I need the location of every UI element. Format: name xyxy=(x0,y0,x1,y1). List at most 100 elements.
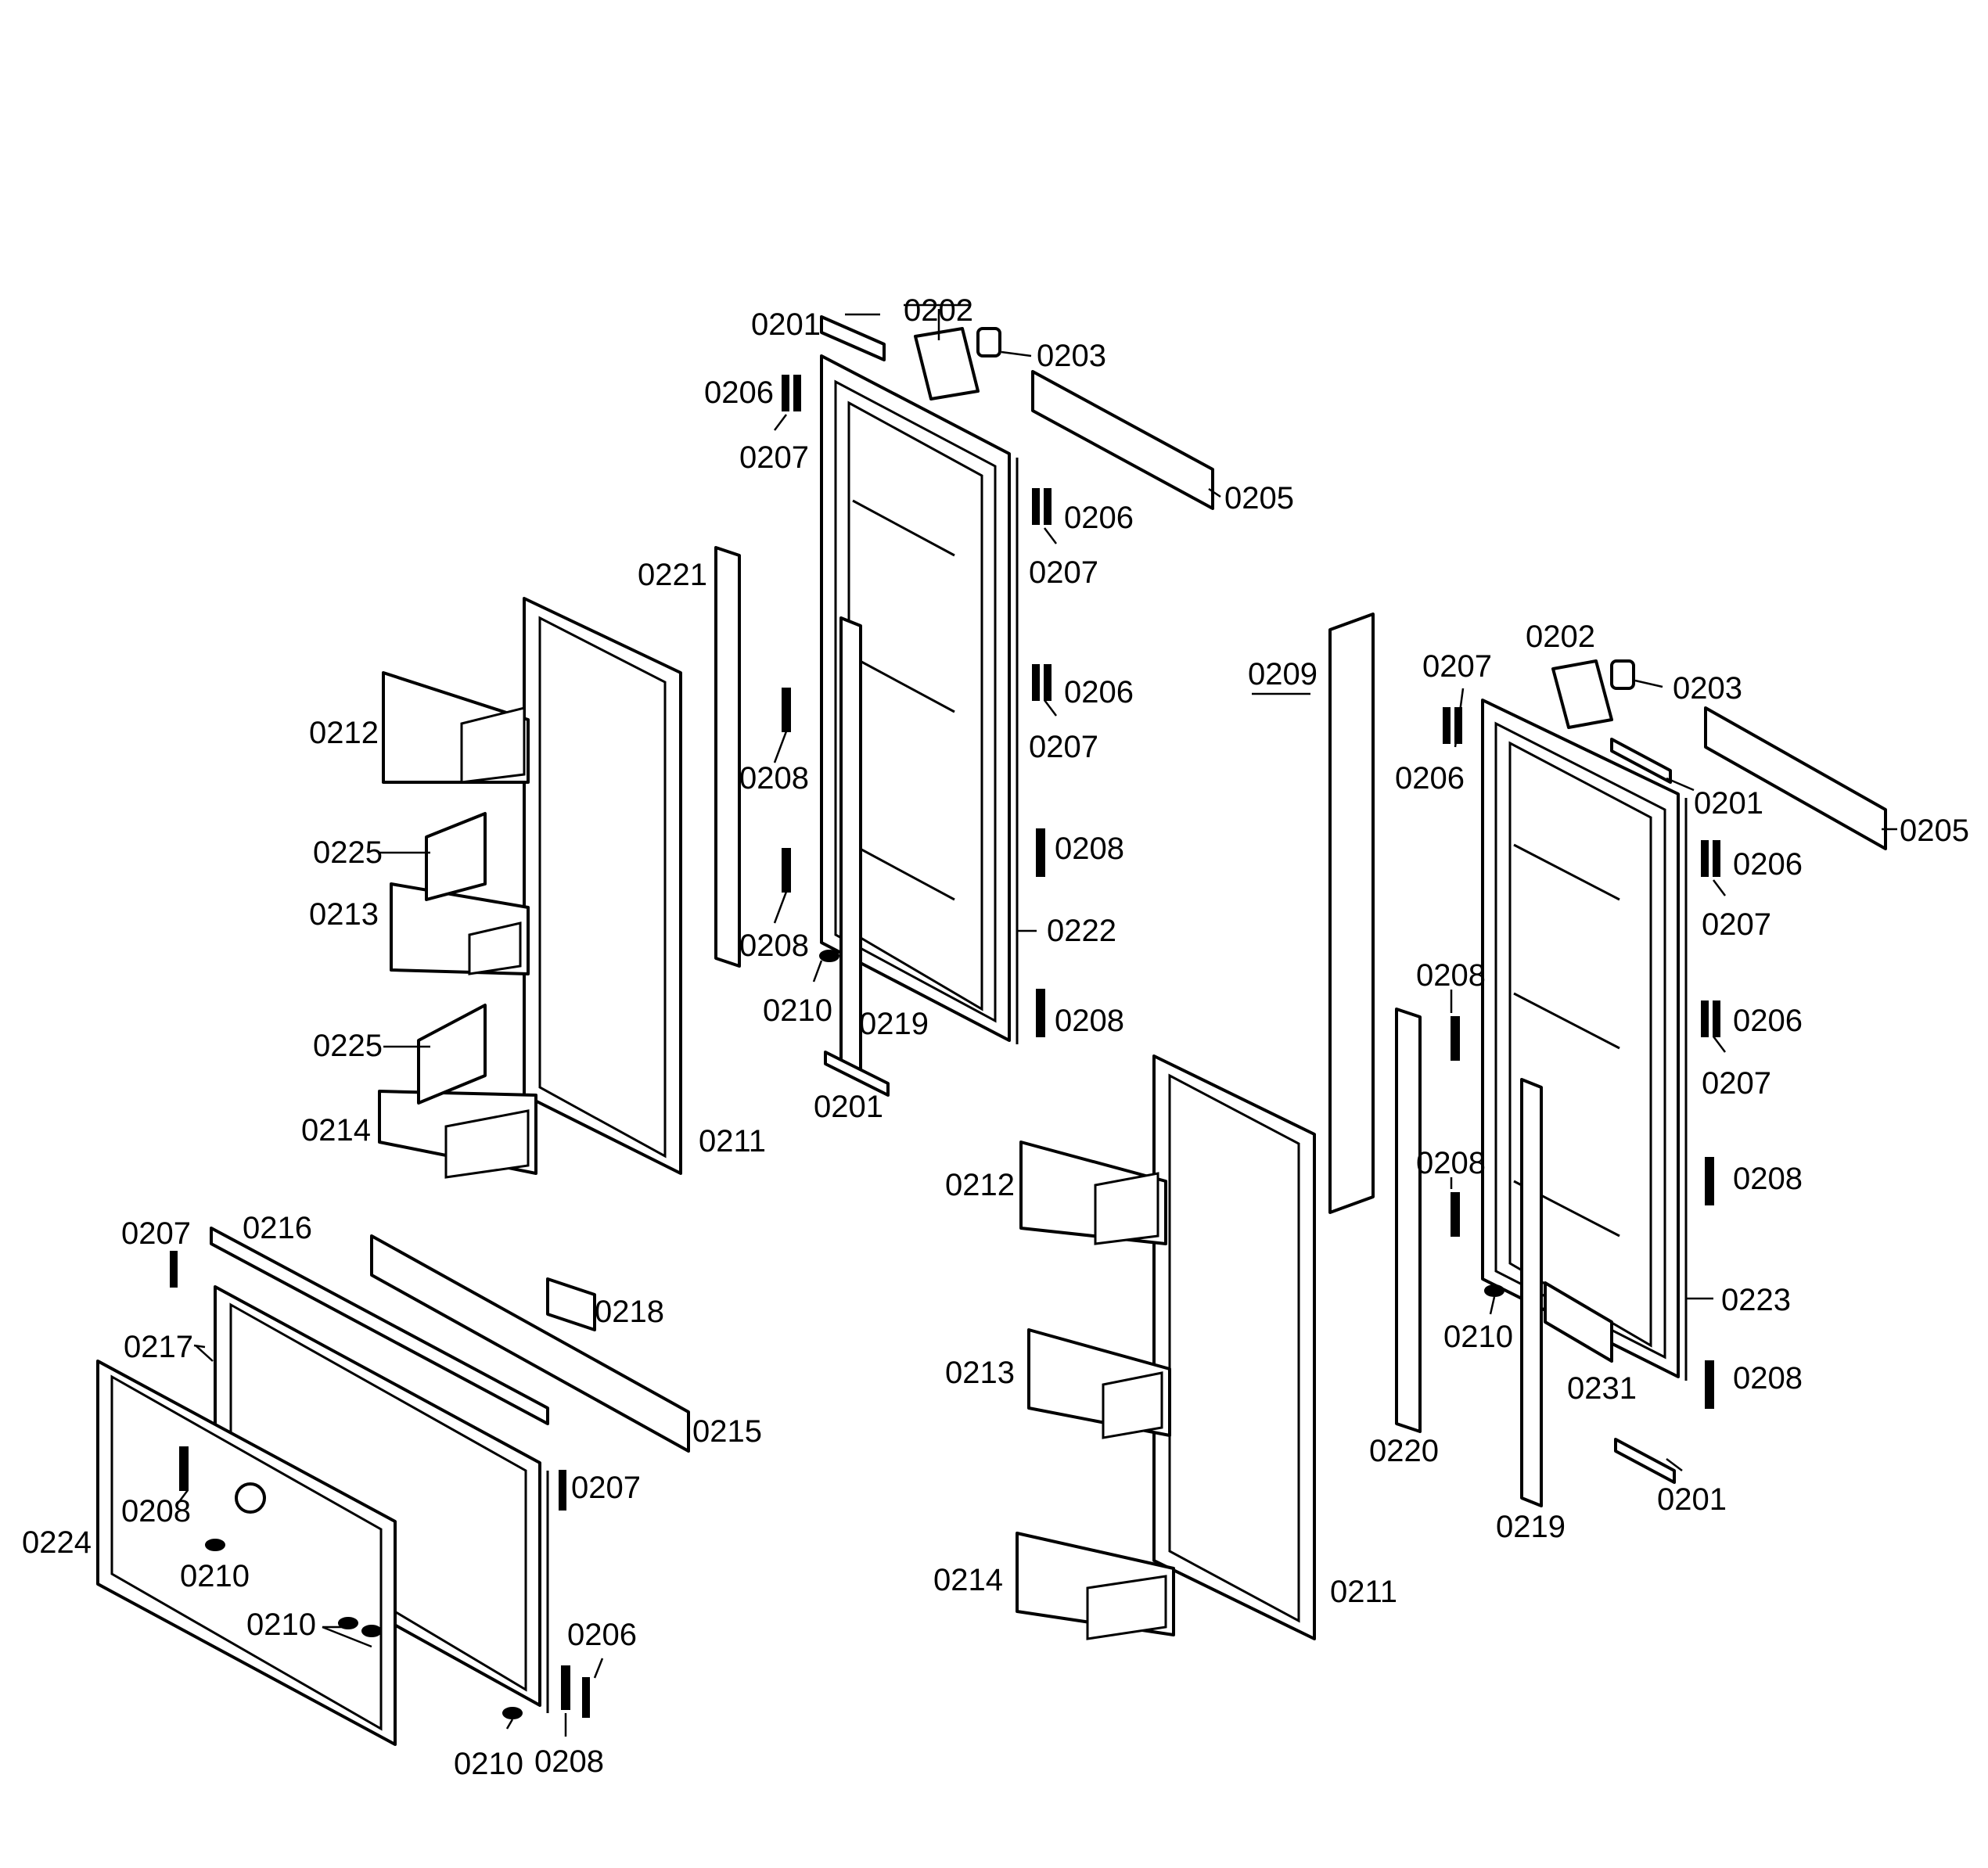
callout-0207-b: 0207 xyxy=(1029,555,1098,590)
callout-0201-c: 0201 xyxy=(1694,786,1763,821)
callout-0213-a: 0213 xyxy=(309,897,379,932)
callout-0207-a: 0207 xyxy=(739,440,809,475)
door-bin-0212 xyxy=(382,671,530,784)
callout-0215: 0215 xyxy=(692,1414,762,1449)
hinge-part-0208-h xyxy=(1705,1360,1714,1409)
callout-0220: 0220 xyxy=(1369,1434,1439,1468)
callout-0224: 0224 xyxy=(22,1525,92,1560)
hinge-part-0210 xyxy=(819,950,839,962)
hinge-part-0210-b xyxy=(338,1617,358,1629)
callout-0201-d: 0201 xyxy=(1657,1482,1727,1517)
callout-0201-a: 0201 xyxy=(751,307,821,342)
hinge-part-0206-g xyxy=(582,1677,590,1718)
door-frame-left xyxy=(820,354,1019,1044)
hinge-cover-0202-right xyxy=(1551,659,1613,729)
callout-0206-c: 0206 xyxy=(1064,675,1134,709)
hinge-part-0206-a xyxy=(782,375,789,411)
bin-divider-0225-a xyxy=(425,812,487,901)
callout-0207-e: 0207 xyxy=(1702,907,1771,942)
door-bin-0213-right xyxy=(1027,1328,1171,1439)
callout-0207-d: 0207 xyxy=(1422,649,1492,684)
hinge-cap-0203 xyxy=(976,327,1001,357)
callout-0231: 0231 xyxy=(1567,1371,1637,1406)
callout-0222: 0222 xyxy=(1047,914,1116,948)
callout-0210-c: 0210 xyxy=(180,1559,250,1593)
callout-0223: 0223 xyxy=(1721,1283,1791,1317)
hinge-cap-0203-right xyxy=(1610,659,1635,690)
callout-0203-a: 0203 xyxy=(1037,339,1106,373)
left-fresh-food-door-group xyxy=(378,315,1214,1179)
hinge-part-0210-right xyxy=(1484,1284,1504,1297)
callout-0219-a: 0219 xyxy=(859,1007,929,1041)
hinge-part-0206-e xyxy=(1701,840,1709,877)
hinge-part-0208-e xyxy=(1451,1016,1460,1061)
hinge-part-0207-b xyxy=(1044,488,1052,525)
callout-0205-a: 0205 xyxy=(1224,481,1294,515)
callout-0209: 0209 xyxy=(1248,657,1318,692)
callout-0207-c: 0207 xyxy=(1029,730,1098,764)
callout-0212-b: 0212 xyxy=(945,1168,1015,1202)
hinge-part-0208-d xyxy=(1036,989,1045,1037)
door-gasket-0211-right xyxy=(1152,1054,1316,1640)
hinge-part-0207-g xyxy=(170,1251,178,1288)
hinge-part-0206-f xyxy=(1701,1000,1709,1037)
callout-0214-a: 0214 xyxy=(301,1113,371,1148)
freezer-drawer-group xyxy=(96,1227,690,1746)
door-panel-0209 xyxy=(1328,612,1375,1214)
callout-0210-e: 0210 xyxy=(454,1747,523,1781)
callout-0210-b: 0210 xyxy=(1443,1320,1513,1354)
hinge-bar-0205-right xyxy=(1704,706,1887,850)
hinge-part-0210-a xyxy=(205,1539,225,1551)
bin-divider-0225-b xyxy=(417,1004,487,1105)
callout-0208-c: 0208 xyxy=(739,929,809,963)
hinge-part-0208-j xyxy=(561,1665,570,1710)
hinge-part-0207-f xyxy=(1713,1000,1720,1037)
callout-0206-b: 0206 xyxy=(1064,501,1134,535)
hinge-part-0210-c xyxy=(361,1625,382,1637)
callout-0208-a: 0208 xyxy=(739,761,809,796)
door-bin-0214 xyxy=(378,1004,537,1179)
leader-lines xyxy=(175,304,1897,1737)
callout-0208-j: 0208 xyxy=(534,1744,604,1779)
callout-0208-d: 0208 xyxy=(1055,1004,1124,1038)
hinge-part-0207-c xyxy=(1044,664,1052,701)
callout-0219-b: 0219 xyxy=(1496,1510,1566,1544)
hinge-part-0208-b xyxy=(782,848,791,893)
right-fresh-food-door-group xyxy=(1016,612,1887,1640)
bottom-bracket-0201 xyxy=(824,1051,890,1097)
callout-0208-e: 0208 xyxy=(1416,958,1486,993)
hinge-part-0206-b xyxy=(1032,488,1040,525)
callout-0218: 0218 xyxy=(595,1295,664,1329)
door-bin-0214-right xyxy=(1016,1532,1175,1640)
callout-0225-a: 0225 xyxy=(313,835,383,870)
callout-0208-f: 0208 xyxy=(1416,1146,1486,1180)
hinge-cover-0202 xyxy=(914,327,980,401)
hinge-part-0206-d xyxy=(1443,707,1451,744)
door-bin-0213 xyxy=(390,812,530,975)
callout-0217: 0217 xyxy=(124,1330,193,1364)
callout-0208-h: 0208 xyxy=(1733,1361,1803,1396)
callout-0211-b: 0211 xyxy=(1330,1575,1397,1609)
bottom-bracket-0201-right xyxy=(1614,1438,1676,1484)
callout-0205-b: 0205 xyxy=(1900,814,1969,848)
callout-0210-d: 0210 xyxy=(246,1608,316,1642)
door-gasket-0211 xyxy=(523,597,682,1175)
drawer-lock-knob xyxy=(235,1482,266,1514)
callout-0208-i: 0208 xyxy=(121,1494,191,1529)
top-bracket-0201 xyxy=(820,315,886,361)
callout-0212-a: 0212 xyxy=(309,716,379,750)
top-bracket-0201-right xyxy=(1610,738,1672,784)
hinge-part-0208-i xyxy=(179,1446,189,1491)
callout-0206-e: 0206 xyxy=(1733,847,1803,882)
drawer-trim-0216 xyxy=(210,1227,549,1425)
door-handle-0219-right xyxy=(1520,1078,1543,1507)
callout-0214-b: 0214 xyxy=(933,1563,1003,1597)
callout-0216: 0216 xyxy=(243,1211,312,1245)
callout-0225-b: 0225 xyxy=(313,1029,383,1063)
callout-0221: 0221 xyxy=(638,558,707,592)
hinge-part-0208-a xyxy=(782,688,791,732)
callout-0213-b: 0213 xyxy=(945,1356,1015,1390)
hinge-part-0207-e xyxy=(1713,840,1720,877)
hinge-part-0208-f xyxy=(1451,1192,1460,1237)
